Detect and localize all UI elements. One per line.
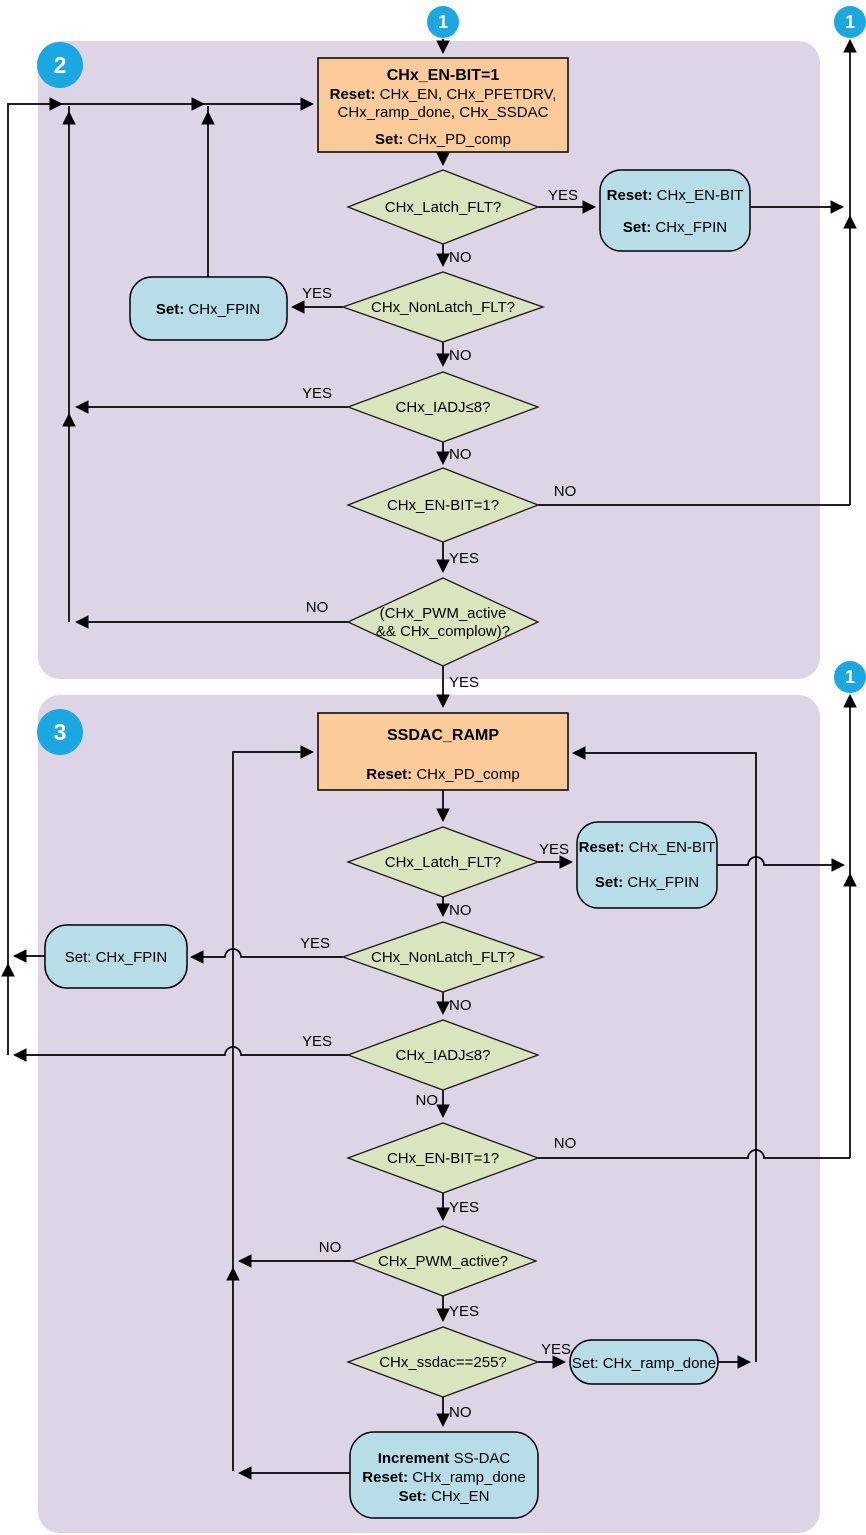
- label-s3-latch-yes: YES: [539, 841, 569, 858]
- label-s3-ssdac-yes: YES: [541, 1341, 571, 1358]
- decision-s2-pwm-line1: (CHx_PWM_active: [380, 605, 507, 622]
- label-s3-pwm-no: NO: [319, 1239, 342, 1256]
- action-s3-set-ramp-done: [569, 1339, 719, 1385]
- decision-s2-iadj-label: CHx_IADJ≤8?: [396, 399, 491, 416]
- decision-s2-pwm-line2: && CHx_complow)?: [376, 623, 510, 640]
- action-s2-fault-reset: Reset: CHx_EN-BIT: [607, 187, 744, 204]
- decision-s3-latch-flt-label: CHx_Latch_FLT?: [385, 854, 501, 871]
- process-ssdac-reset-line: Reset: CHx_PD_comp: [366, 766, 519, 783]
- label-s2-pwm-yes: YES: [449, 674, 479, 691]
- action-s2-fault-latch: [599, 169, 751, 252]
- label-s3-iadj-no: NO: [416, 1092, 439, 1109]
- decision-s3-latch-flt: [346, 826, 540, 898]
- decision-s3-nonlatch-flt-label: CHx_NonLatch_FLT?: [371, 949, 515, 966]
- connectors-and-badges: 1 1 1 2 3: [37, 6, 866, 755]
- label-s3-ssdac-no: NO: [449, 1404, 472, 1421]
- action-s3-set-fpin: [44, 924, 188, 989]
- label-s2-enbit-no: NO: [554, 483, 577, 500]
- edge-s3-enbit-no: [538, 1149, 850, 1159]
- label-s3-latch-no: NO: [449, 902, 472, 919]
- action-s3-set-fpin-label: Set: CHx_FPIN: [65, 949, 168, 966]
- connector-1-top-label: 1: [438, 12, 448, 32]
- decision-s3-ssdac-full: [346, 1326, 540, 1398]
- action-s3-fault-latch: [576, 821, 718, 909]
- action-s3-fault-set: Set: CHx_FPIN: [595, 874, 699, 891]
- decision-s2-en-bit: [346, 467, 540, 543]
- connector-1-top-right: [834, 6, 866, 38]
- decision-s3-ssdac-full-label: CHx_ssdac==255?: [379, 1354, 507, 1371]
- edge-s3-nonlatch-yes: [189, 948, 343, 964]
- process-entry-title: CHx_EN-BIT=1: [387, 67, 500, 84]
- section-2-nodes: CHx_EN-BIT=1 Reset: CHx_EN, CHx_PFETDRV,…: [129, 57, 751, 667]
- action-s2-set-fpin: [129, 276, 288, 341]
- process-entry-reset-line1: Reset: CHx_EN, CHx_PFETDRV,: [330, 86, 557, 103]
- section-3-badge-label: 3: [54, 719, 67, 745]
- label-s3-pwm-yes: YES: [449, 1303, 479, 1320]
- section-3-panel: [38, 695, 820, 1533]
- label-s3-enbit-no: NO: [554, 1135, 577, 1152]
- edge-far-left-rail: [7, 97, 315, 1055]
- edge-s3-iadj-yes: [12, 1046, 348, 1062]
- decision-s2-en-bit-label: CHx_EN-BIT=1?: [387, 497, 499, 514]
- label-s3-nonlatch-yes: YES: [300, 935, 330, 952]
- connector-1-top-right-label: 1: [845, 12, 855, 32]
- process-entry-set-line: Set: CHx_PD_comp: [375, 131, 511, 148]
- decision-s2-iadj: [346, 371, 540, 443]
- label-s2-pwm-no: NO: [306, 599, 329, 616]
- action-s3-increment-line2: Reset: CHx_ramp_done: [362, 1469, 525, 1486]
- section-3-badge: [37, 709, 83, 755]
- label-s2-iadj-yes: YES: [302, 385, 332, 402]
- section-2-badge-label: 2: [54, 52, 67, 78]
- process-ssdac-ramp: [317, 712, 569, 791]
- label-s3-enbit-yes: YES: [449, 1199, 479, 1216]
- edge-s3-right-loop-rail: [571, 746, 757, 1362]
- section-3-nodes: SSDAC_RAMP Reset: CHx_PD_comp CHx_Latch_…: [44, 712, 719, 1519]
- connector-1-mid-right-label: 1: [845, 667, 855, 687]
- label-s2-iadj-no: NO: [449, 446, 472, 463]
- process-ssdac-title: SSDAC_RAMP: [387, 727, 499, 744]
- connector-1-mid-right: [834, 661, 866, 693]
- section-2-badge: [37, 42, 83, 88]
- branch-labels: YES NO YES NO YES NO NO YES NO YES YES N…: [300, 187, 578, 1421]
- decision-s3-pwm-active: [350, 1225, 538, 1297]
- label-s3-nonlatch-no: NO: [449, 997, 472, 1014]
- edge-s3-left-loop-rail: [232, 745, 315, 1471]
- decision-s3-en-bit-label: CHx_EN-BIT=1?: [387, 1150, 499, 1167]
- flow-edges: [1, 38, 857, 1480]
- label-s2-enbit-yes: YES: [449, 550, 479, 567]
- decision-s2-pwm-complow: [346, 577, 540, 667]
- decision-s3-en-bit: [346, 1122, 540, 1194]
- label-s2-latch-no: NO: [449, 249, 472, 266]
- label-s3-iadj-yes: YES: [302, 1033, 332, 1050]
- process-entry-reset-line2: CHx_ramp_done, CHx_SSDAC: [338, 104, 549, 121]
- process-chx-en-bit-entry: [317, 57, 569, 153]
- action-s3-increment-ssdac: [349, 1431, 539, 1519]
- action-s3-increment-line3: Set: CHx_EN: [399, 1488, 490, 1505]
- label-s2-latch-yes: YES: [548, 187, 578, 204]
- connector-1-top: [427, 6, 459, 38]
- decision-s2-nonlatch-flt-label: CHx_NonLatch_FLT?: [371, 299, 515, 316]
- edge-s3-faultbox-out: [717, 856, 846, 872]
- label-s2-nonlatch-yes: YES: [302, 285, 332, 302]
- label-s2-nonlatch-no: NO: [449, 347, 472, 364]
- decision-s3-iadj: [346, 1019, 540, 1091]
- decision-s3-pwm-active-label: CHx_PWM_active?: [378, 1253, 508, 1270]
- action-s3-fault-reset: Reset: CHx_EN-BIT: [579, 839, 716, 856]
- action-s3-increment-line1: Increment SS-DAC: [378, 1450, 511, 1467]
- decision-s2-latch-flt: [346, 169, 540, 245]
- decision-s3-iadj-label: CHx_IADJ≤8?: [396, 1047, 491, 1064]
- action-s2-set-fpin-label: Set: CHx_FPIN: [156, 301, 260, 318]
- decision-s2-nonlatch-flt: [341, 271, 545, 343]
- action-s2-fault-set: Set: CHx_FPIN: [623, 219, 727, 236]
- decision-s3-nonlatch-flt: [341, 921, 545, 993]
- action-s3-set-ramp-done-label: Set: CHx_ramp_done: [572, 1355, 716, 1372]
- decision-s2-latch-flt-label: CHx_Latch_FLT?: [385, 199, 501, 216]
